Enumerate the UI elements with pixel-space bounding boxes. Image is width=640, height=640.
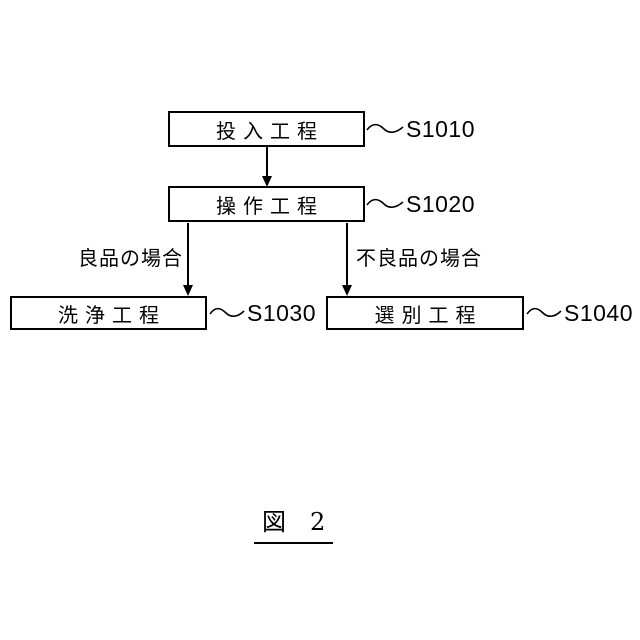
arrowhead-s1020-to-s1040 bbox=[342, 285, 352, 296]
flow-node-label: 選別工程 bbox=[374, 304, 483, 327]
step-ref-s1040: S1040 bbox=[526, 300, 633, 326]
step-number: S1010 bbox=[406, 115, 476, 142]
wavy-connector-icon bbox=[366, 123, 404, 133]
step-number: S1030 bbox=[247, 299, 317, 326]
wavy-connector-icon bbox=[526, 307, 562, 317]
wavy-connector-icon bbox=[209, 307, 245, 317]
flow-node-input-process: 投入工程 bbox=[168, 111, 365, 147]
step-number: S1020 bbox=[406, 190, 476, 217]
step-ref-s1020: S1020 bbox=[366, 191, 475, 217]
flow-node-label: 操作工程 bbox=[216, 195, 324, 218]
step-ref-s1010: S1010 bbox=[366, 116, 475, 142]
step-ref-s1030: S1030 bbox=[209, 300, 316, 326]
branch-label-good-product: 良品の場合 bbox=[78, 248, 183, 270]
branch-label-defective-product: 不良品の場合 bbox=[356, 248, 482, 270]
step-number: S1040 bbox=[564, 299, 634, 326]
flow-node-operation-process: 操作工程 bbox=[168, 186, 365, 222]
flow-node-label: 洗浄工程 bbox=[58, 304, 166, 327]
flow-node-cleaning-process: 洗浄工程 bbox=[10, 296, 207, 330]
arrowhead-s1020-to-s1030 bbox=[183, 285, 193, 296]
figure-caption: 図 2 bbox=[254, 502, 334, 544]
flow-node-sorting-process: 選別工程 bbox=[326, 296, 524, 330]
flow-node-label: 投入工程 bbox=[216, 120, 324, 143]
wavy-connector-icon bbox=[366, 198, 404, 208]
